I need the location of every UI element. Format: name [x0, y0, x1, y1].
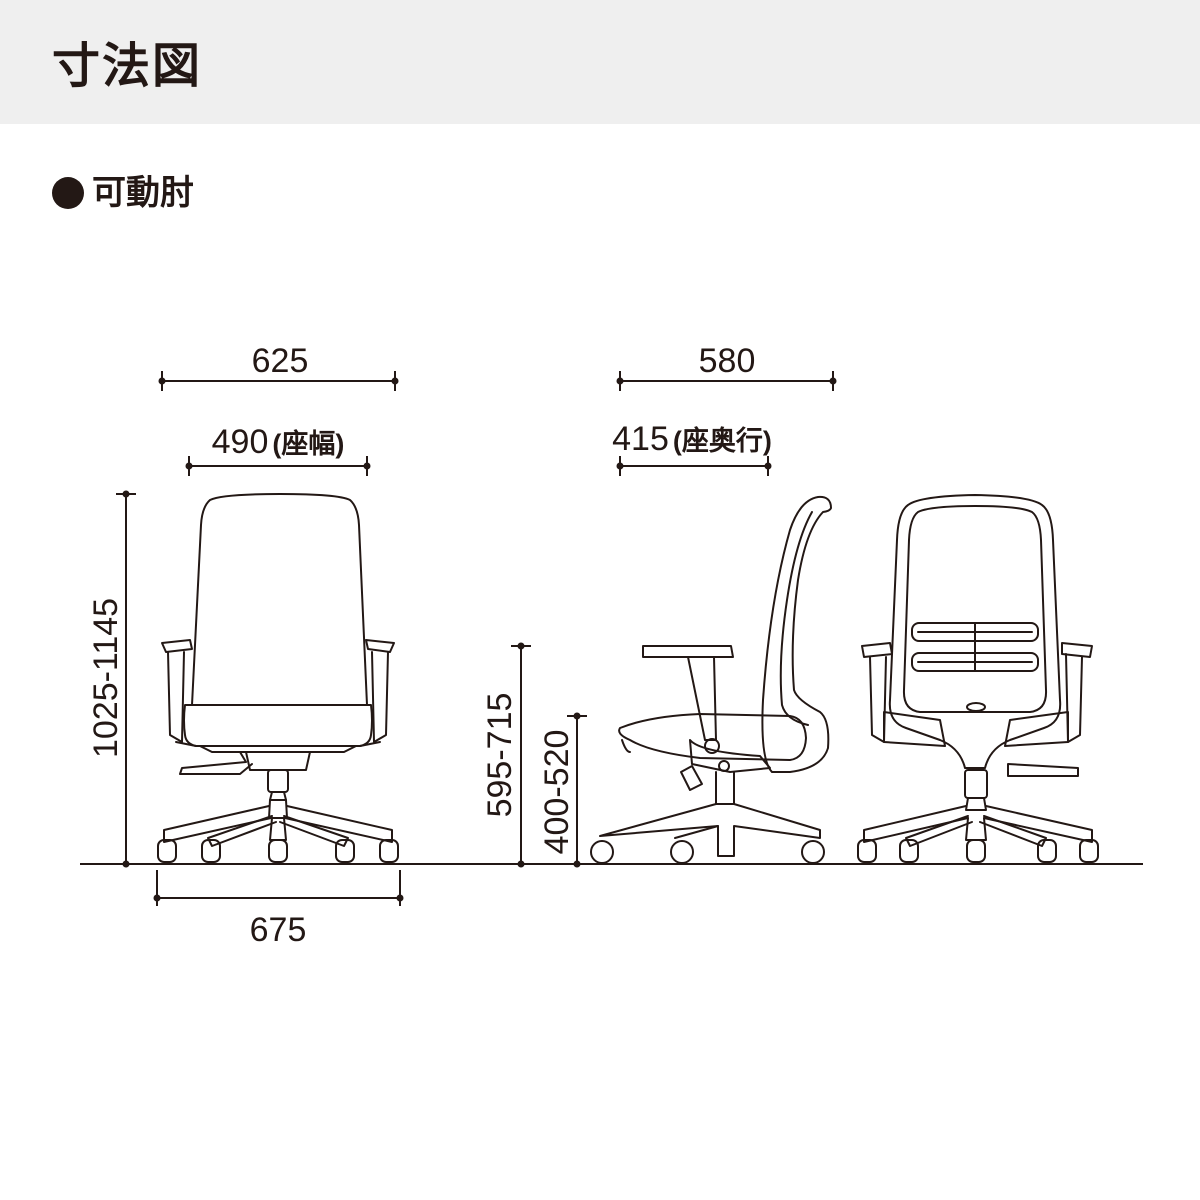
label-side-seat-depth: 415(座奥行) — [612, 420, 772, 458]
label-front-base-width: 675 — [250, 911, 307, 949]
dim-side-overall-depth — [616, 371, 837, 391]
dim-side-arm-height — [511, 642, 531, 868]
label-front-height: 1025-1145 — [87, 598, 125, 758]
chair-back-view — [857, 494, 1099, 863]
label-front-seat-width-value: 490 — [212, 423, 269, 461]
label-side-seat-depth-value: 415 — [612, 420, 669, 458]
section-title: 可動肘 — [52, 176, 194, 210]
header-bar — [0, 0, 1200, 124]
label-front-overall-width: 625 — [252, 342, 309, 380]
dim-side-seat-depth — [616, 456, 772, 476]
section-title-text: 可動肘 — [92, 173, 194, 213]
dim-front-overall-width — [158, 371, 399, 391]
chair-front-view — [157, 493, 399, 863]
dim-front-base-width — [153, 870, 404, 906]
chair-side-view — [590, 495, 832, 864]
label-front-seat-width: 490(座幅) — [212, 423, 345, 461]
bullet-icon — [52, 177, 84, 209]
label-side-seat-depth-note: (座奥行) — [673, 425, 772, 456]
dim-front-seat-width — [185, 456, 371, 476]
dim-side-seat-height — [567, 712, 587, 868]
label-side-arm-height: 595-715 — [481, 693, 519, 818]
label-side-overall-depth: 580 — [699, 342, 756, 380]
dim-front-height — [116, 490, 136, 868]
label-front-seat-width-note: (座幅) — [272, 428, 344, 459]
page-title: 寸法図 — [52, 38, 203, 94]
label-side-seat-height: 400-520 — [538, 730, 576, 855]
